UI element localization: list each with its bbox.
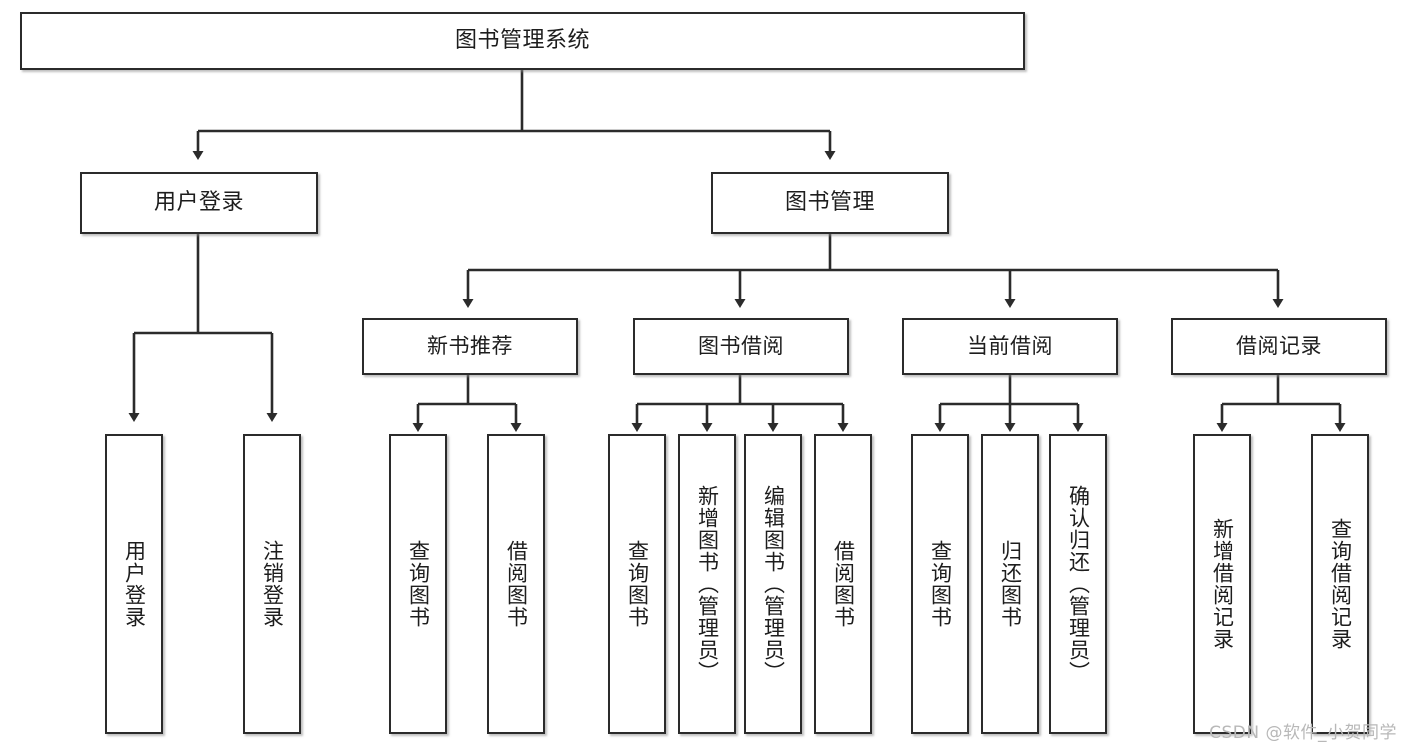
leaf-query-book-3[interactable]: 查询图书	[911, 434, 969, 734]
leaf-return-book[interactable]: 归还图书	[981, 434, 1039, 734]
node-book-borrow[interactable]: 图书借阅	[633, 318, 849, 375]
leaf-confirm-return-label: 确认归还（管理员）	[1066, 485, 1091, 683]
leaf-edit-book[interactable]: 编辑图书（管理员）	[744, 434, 802, 734]
node-user-login[interactable]: 用户登录	[80, 172, 318, 234]
node-user-login-label: 用户登录	[153, 190, 244, 216]
node-root-label: 图书管理系统	[454, 28, 590, 54]
node-new-book-recommend-label: 新书推荐	[427, 334, 513, 359]
leaf-query-book-2-label: 查询图书	[625, 540, 650, 628]
leaf-borrow-book-1-label: 借阅图书	[504, 540, 529, 628]
leaf-add-book[interactable]: 新增图书（管理员）	[678, 434, 736, 734]
leaf-query-book-2[interactable]: 查询图书	[608, 434, 666, 734]
node-current-borrow[interactable]: 当前借阅	[902, 318, 1118, 375]
leaf-query-record-label: 查询借阅记录	[1328, 518, 1353, 650]
leaf-confirm-return[interactable]: 确认归还（管理员）	[1049, 434, 1107, 734]
leaf-user-login[interactable]: 用户登录	[105, 434, 163, 734]
leaf-query-book-1[interactable]: 查询图书	[389, 434, 447, 734]
leaf-add-book-label: 新增图书（管理员）	[695, 485, 720, 683]
leaf-logout[interactable]: 注销登录	[243, 434, 301, 734]
node-borrow-record[interactable]: 借阅记录	[1171, 318, 1387, 375]
leaf-query-book-3-label: 查询图书	[928, 540, 953, 628]
node-root[interactable]: 图书管理系统	[20, 12, 1025, 70]
node-new-book-recommend[interactable]: 新书推荐	[362, 318, 578, 375]
leaf-borrow-book-1[interactable]: 借阅图书	[487, 434, 545, 734]
node-book-borrow-label: 图书借阅	[698, 334, 784, 359]
watermark-text: CSDN @软件_小贺同学	[1209, 723, 1397, 743]
node-borrow-record-label: 借阅记录	[1236, 334, 1322, 359]
leaf-borrow-book-2-label: 借阅图书	[831, 540, 856, 628]
leaf-query-record[interactable]: 查询借阅记录	[1311, 434, 1369, 734]
leaf-user-login-label: 用户登录	[122, 540, 147, 628]
leaf-return-book-label: 归还图书	[998, 540, 1023, 628]
node-current-borrow-label: 当前借阅	[967, 334, 1053, 359]
node-book-manage[interactable]: 图书管理	[711, 172, 949, 234]
leaf-edit-book-label: 编辑图书（管理员）	[761, 485, 786, 683]
leaf-add-record-label: 新增借阅记录	[1210, 518, 1235, 650]
leaf-borrow-book-2[interactable]: 借阅图书	[814, 434, 872, 734]
node-book-manage-label: 图书管理	[784, 190, 875, 216]
leaf-add-record[interactable]: 新增借阅记录	[1193, 434, 1251, 734]
leaf-query-book-1-label: 查询图书	[406, 540, 431, 628]
leaf-logout-label: 注销登录	[260, 540, 285, 628]
